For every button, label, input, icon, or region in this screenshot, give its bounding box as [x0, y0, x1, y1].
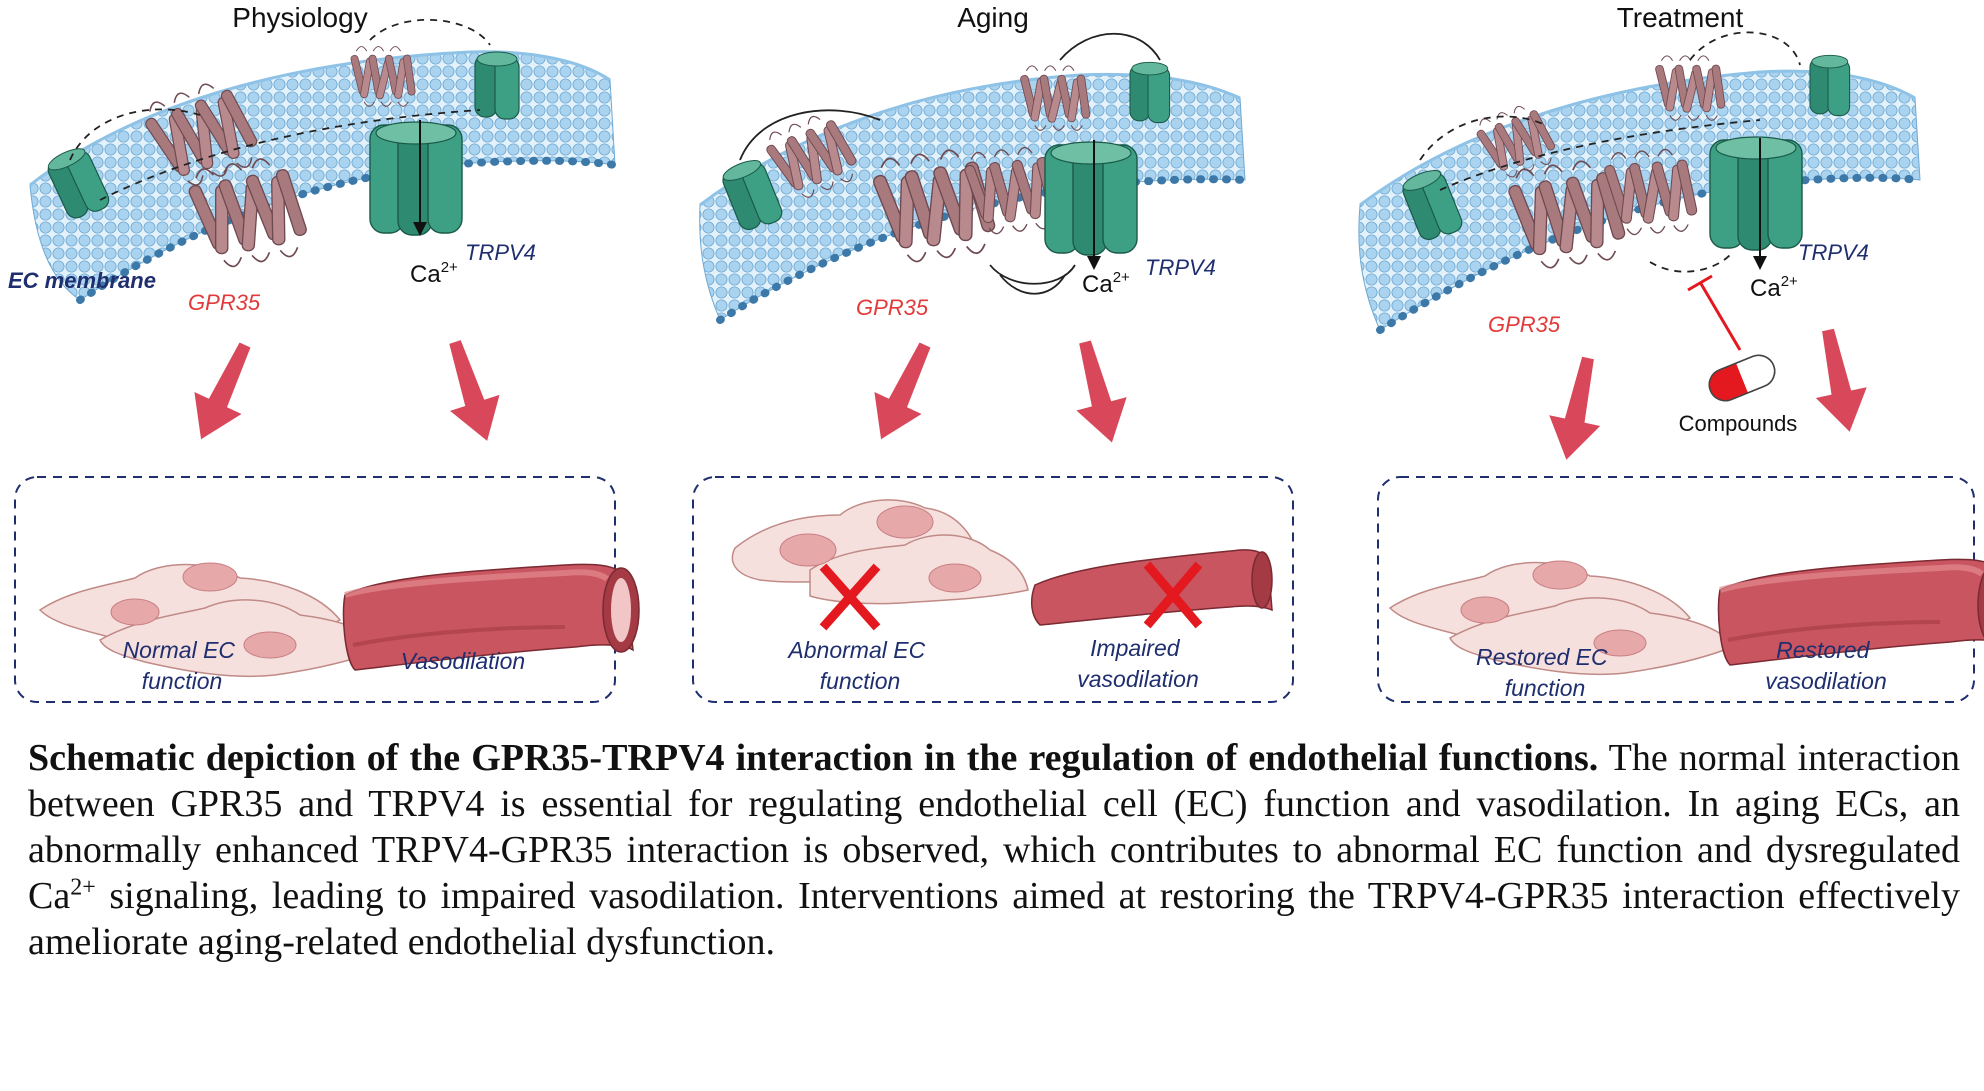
ec-membrane-label: EC membrane	[8, 268, 156, 293]
gpr35-label: GPR35	[1488, 312, 1561, 337]
ca-label: Ca2+	[410, 259, 458, 288]
ca-label: Ca2+	[1082, 269, 1130, 298]
outcome-left-label: Restored EC function	[1476, 644, 1614, 701]
figure-caption: Schematic depiction of the GPR35-TRPV4 i…	[28, 735, 1960, 965]
caption-superscript: 2+	[70, 874, 96, 901]
down-arrow-right	[1059, 335, 1138, 450]
panel-physiology: Physiology Ca2+ TRPV4 GPR35 EC membrane	[8, 2, 639, 703]
blood-vessel	[1030, 549, 1273, 626]
trpv4-label: TRPV4	[1145, 255, 1216, 280]
panel-title: Treatment	[1617, 2, 1744, 33]
interaction-arcs	[1419, 31, 1801, 273]
outcome-right-label: Restored vasodilation	[1765, 637, 1886, 694]
outcome-left-label: Normal EC function	[123, 637, 242, 694]
trpv4-label: TRPV4	[465, 240, 536, 265]
panel-treatment: Treatment Ca2+ TRPV4 GPR35	[1358, 2, 1984, 703]
abnormal-cross-icon	[819, 563, 881, 631]
outcome-right-label: Vasodilation	[401, 648, 525, 674]
compounds-label: Compounds	[1679, 411, 1798, 436]
outcome-right-label: Impaired vasodilation	[1077, 635, 1198, 692]
caption-body: The normal interaction between GPR35 and…	[28, 737, 1960, 917]
panel-aging: Aging Ca2+ TRPV4 GPR35	[692, 2, 1294, 703]
impaired-cross-icon	[1143, 561, 1203, 629]
down-arrow-right	[1802, 324, 1876, 438]
compound-capsule-icon	[1708, 354, 1776, 402]
down-arrow-left	[857, 334, 949, 451]
ca-label: Ca2+	[1750, 273, 1798, 302]
trpv4-label: TRPV4	[1798, 240, 1869, 265]
interaction-arcs	[739, 32, 1161, 295]
panel-title: Physiology	[232, 2, 367, 33]
outcome-box	[692, 476, 1294, 703]
panel-title: Aging	[957, 2, 1029, 33]
interaction-arcs	[69, 18, 491, 201]
diagram-figure: Physiology Ca2+ TRPV4 GPR35 EC membrane	[8, 2, 1984, 703]
down-arrow-left	[1540, 352, 1614, 466]
gpr35-label: GPR35	[188, 290, 261, 315]
down-arrow-right	[430, 333, 512, 449]
caption-body-continued: signaling, leading to impaired vasodilat…	[28, 875, 1960, 963]
endothelial-cells	[731, 499, 1029, 605]
down-arrow-left	[177, 334, 269, 451]
gpr35-label: GPR35	[856, 295, 929, 320]
caption-title: Schematic depiction of the GPR35-TRPV4 i…	[28, 737, 1599, 779]
outcome-left-label: Abnormal EC function	[786, 637, 931, 694]
inhibition-line	[1687, 274, 1742, 351]
